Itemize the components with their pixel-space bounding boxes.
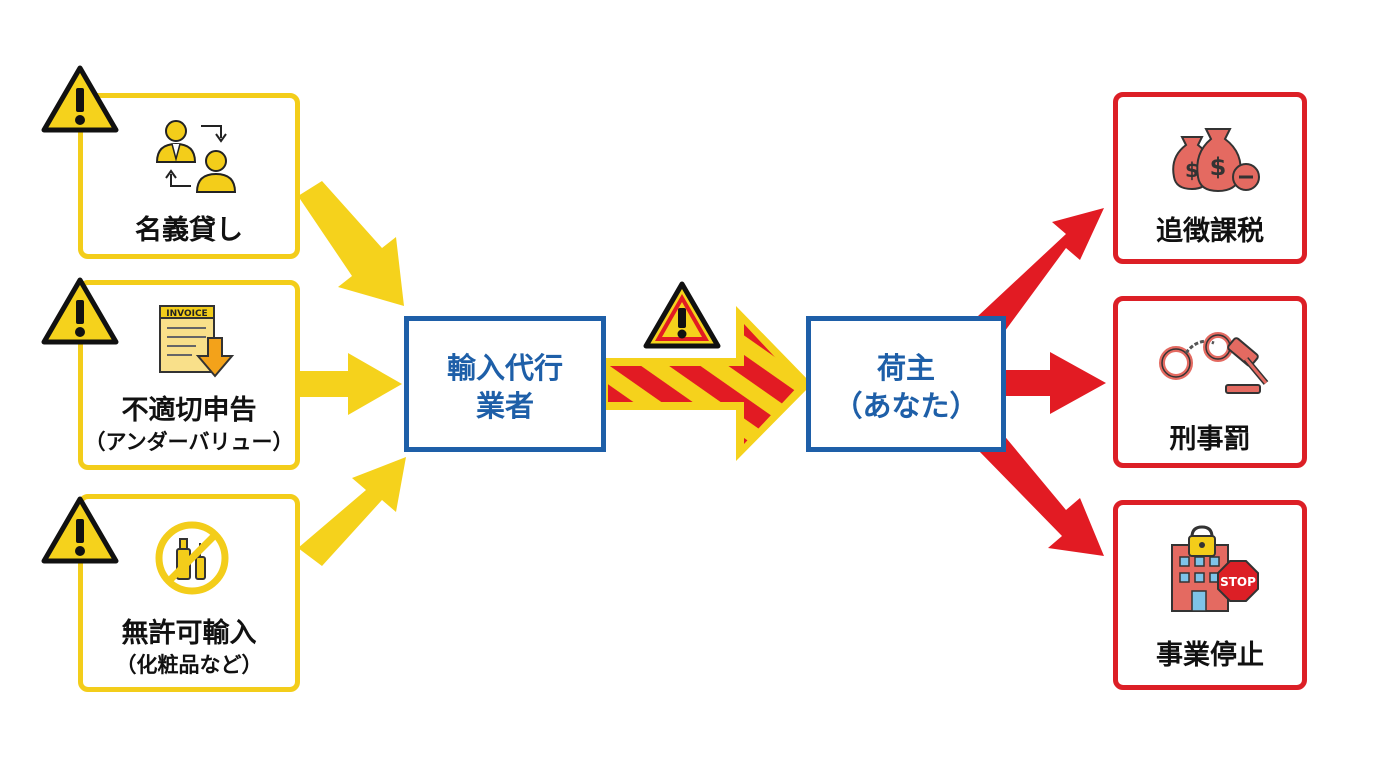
agent-label-line1: 輸入代行 <box>446 351 563 385</box>
owner-label-line2: （あなた） <box>833 389 979 423</box>
invoice-icon: INVOICE <box>159 305 235 378</box>
agent-label-line2: 業者 <box>475 389 534 423</box>
warning-icon <box>41 496 119 564</box>
closed-building-stop-icon: STOP <box>1171 525 1259 612</box>
yellow-arrow-bottom <box>298 457 406 566</box>
owner-box: 荷主 （あなた） <box>806 316 1006 452</box>
consequence-box-additional-tax: $ $ 追徴課税 <box>1113 92 1307 264</box>
handcuffs-gavel-icon <box>1159 332 1269 394</box>
money-bags-icon: $ $ <box>1172 128 1260 193</box>
hazard-arrow <box>602 306 812 461</box>
stop-sign-text: STOP <box>1220 575 1256 589</box>
swap-people-icon <box>155 120 237 193</box>
source-label: 名義貸し <box>135 215 243 246</box>
red-arrow-top <box>978 208 1104 335</box>
source-label: 無許可輸入 <box>121 618 257 649</box>
source-sublabel: （化粧品など） <box>115 653 263 677</box>
warning-icon <box>41 277 119 345</box>
svg-text:$: $ <box>1185 158 1199 182</box>
yellow-arrow-top <box>298 181 404 306</box>
warning-icon <box>41 65 119 133</box>
no-cosmetics-icon <box>155 521 229 595</box>
red-arrow-bottom <box>978 433 1104 556</box>
source-box-under-valuation: INVOICE 不適切申告 （アンダーバリュー） <box>78 280 300 470</box>
red-arrow-middle <box>1004 352 1106 414</box>
invoice-icon-text: INVOICE <box>166 309 207 319</box>
source-sublabel: （アンダーバリュー） <box>84 430 294 454</box>
consequence-box-criminal-penalty: 刑事罰 <box>1113 296 1307 468</box>
consequence-label: 追徴課税 <box>1156 216 1264 247</box>
source-label: 不適切申告 <box>121 395 257 426</box>
yellow-arrow-middle <box>298 353 402 415</box>
warning-icon <box>643 281 721 349</box>
consequence-label: 刑事罰 <box>1169 424 1251 455</box>
consequence-label: 事業停止 <box>1156 640 1264 671</box>
owner-label-line1: 荷主 <box>876 351 935 385</box>
consequence-box-business-suspension: STOP 事業停止 <box>1113 500 1307 690</box>
source-box-unlicensed-import: 無許可輸入 （化粧品など） <box>78 494 300 692</box>
svg-text:$: $ <box>1210 153 1227 181</box>
source-box-name-lending: 名義貸し <box>78 93 300 259</box>
agent-box: 輸入代行 業者 <box>404 316 606 452</box>
